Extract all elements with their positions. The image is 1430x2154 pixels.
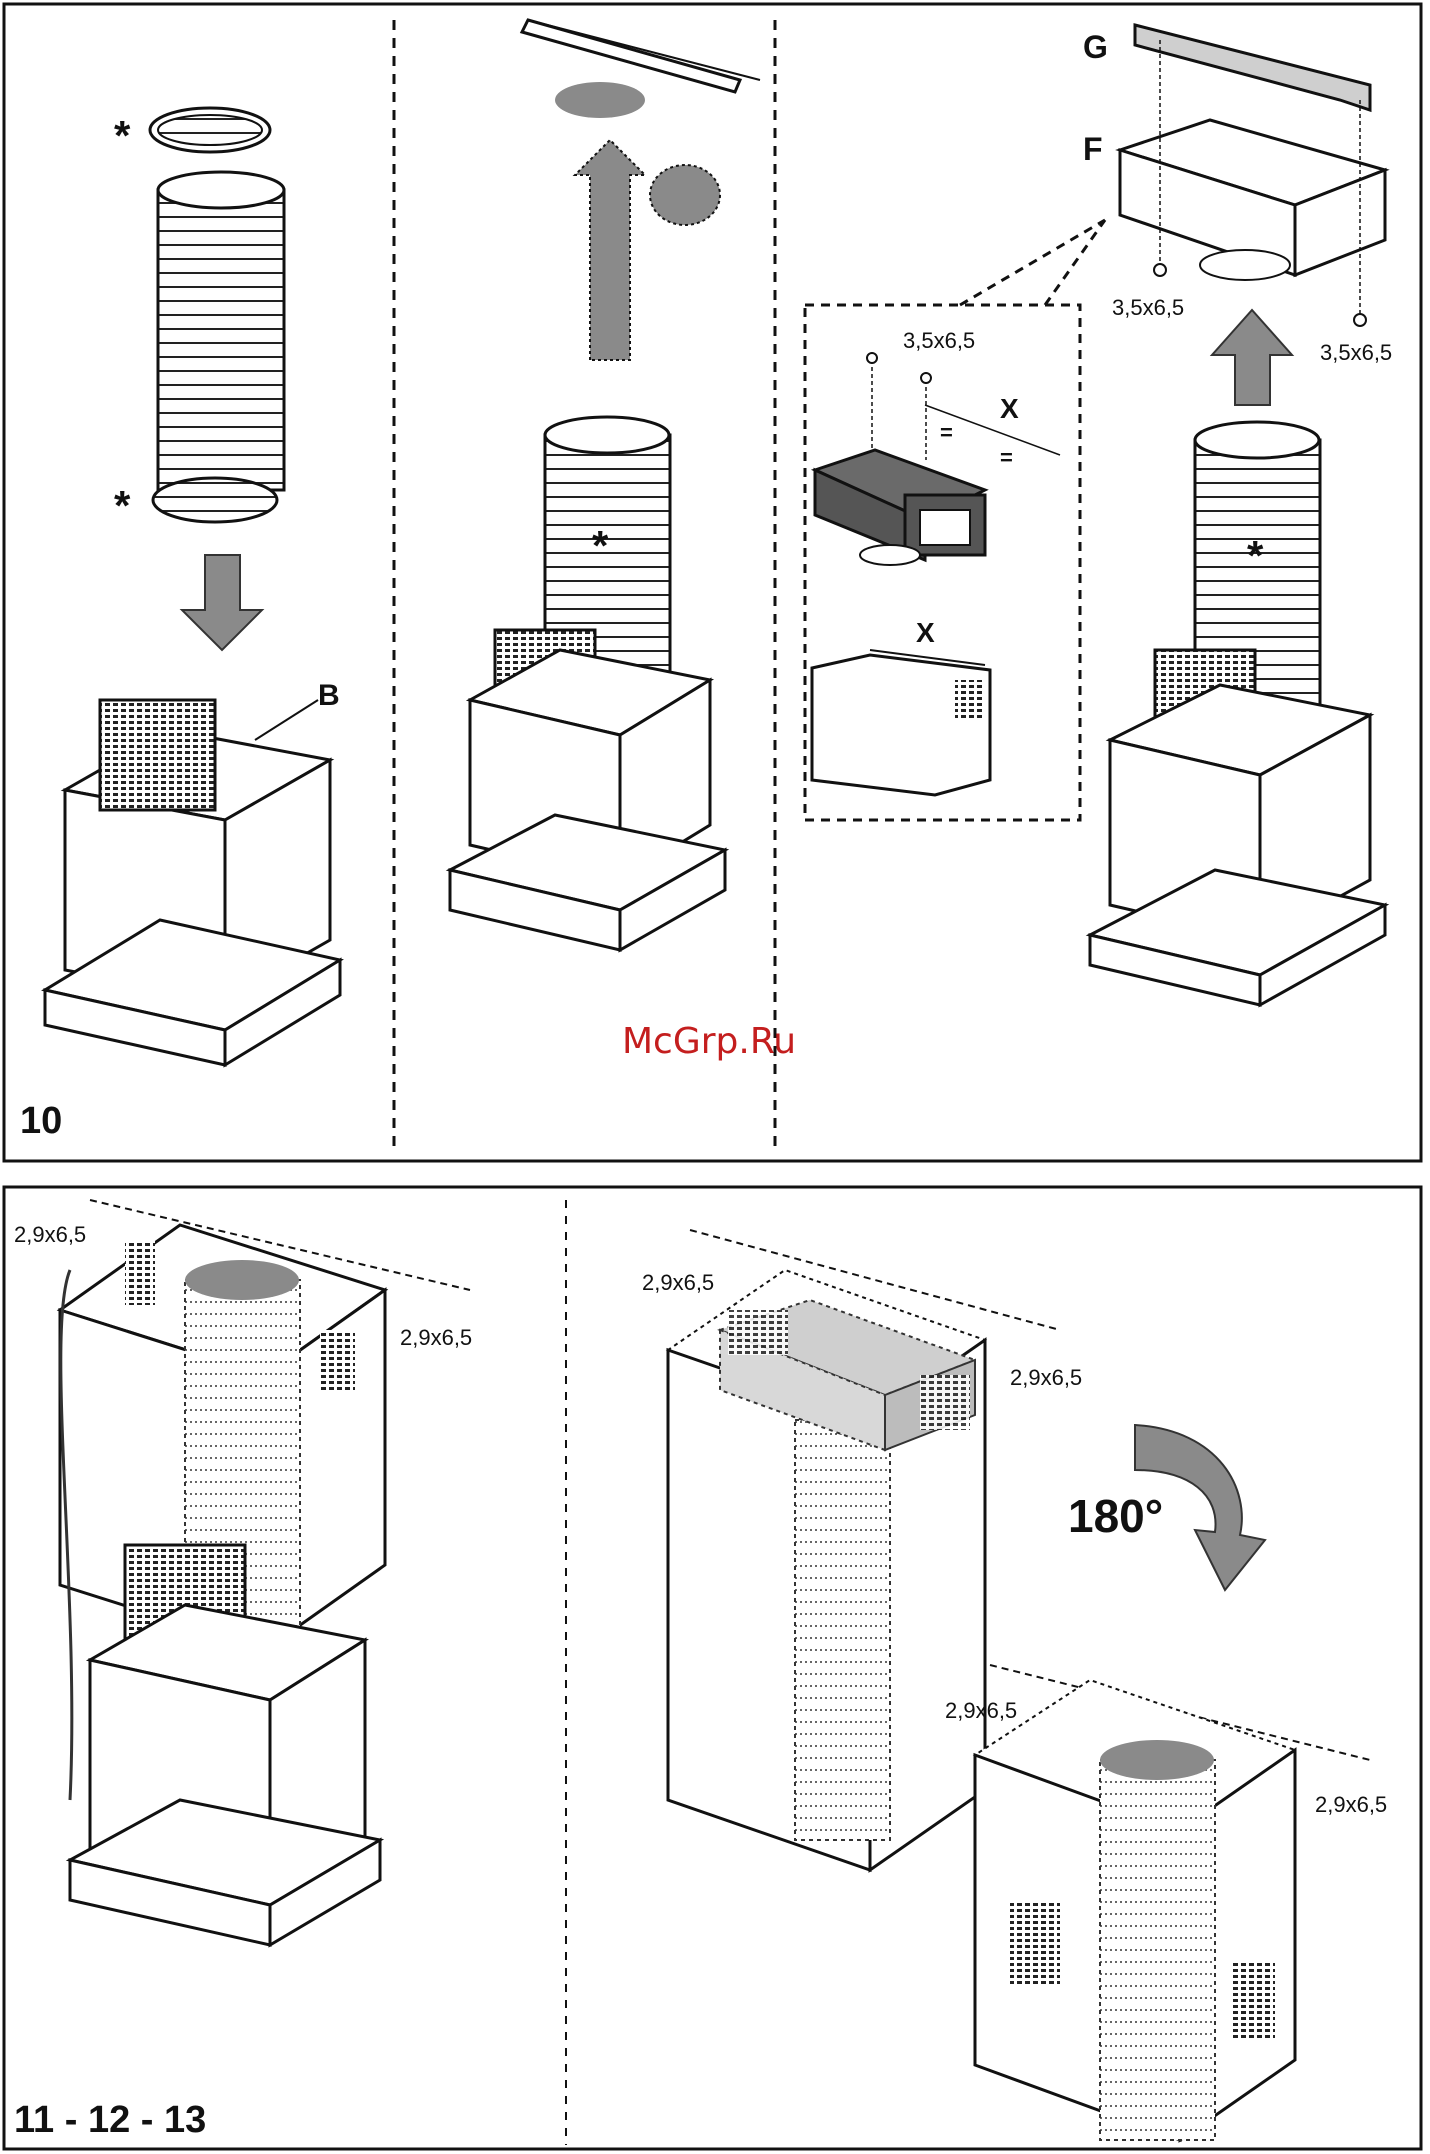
screw-label-b5: 2,9x6,5	[945, 1698, 1017, 1723]
flexible-duct	[158, 190, 284, 490]
label-x-top: X	[1000, 393, 1019, 424]
figure-number-10: 10	[20, 1100, 62, 1142]
step-diverter: G F 3,5x6,5 3,5x6,5 *	[1083, 25, 1392, 1005]
watermark: McGrp.Ru	[622, 1021, 796, 1062]
screw-label-b2: 2,9x6,5	[400, 1325, 472, 1350]
hood-unit-2	[450, 630, 725, 950]
equal-sign-2: =	[1000, 445, 1013, 470]
step-chimney-upper-after: 2,9x6,5 2,9x6,5	[945, 1665, 1387, 2140]
asterisk-duct-2: *	[592, 522, 609, 569]
airflow-arrow-icon	[575, 140, 645, 360]
arrow-up-icon	[1212, 310, 1292, 405]
screw-label-right: 3,5x6,5	[1320, 340, 1392, 365]
screw-label-detail: 3,5x6,5	[903, 328, 975, 353]
arrow-down-icon	[182, 555, 262, 650]
label-b: B	[318, 679, 340, 712]
screw-label-b4: 2,9x6,5	[1010, 1365, 1082, 1390]
rotation-label: 180°	[1068, 1490, 1163, 1542]
figure-number-11-13: 11 - 12 - 13	[14, 2099, 206, 2141]
detail-box: 3,5x6,5 X = = X	[805, 220, 1105, 820]
hood-unit-4	[1090, 650, 1385, 1005]
equal-sign-1: =	[940, 420, 953, 445]
label-x-bottom: X	[916, 617, 935, 648]
asterisk-clamp-bottom: *	[114, 482, 131, 529]
asterisk-clamp-top: *	[114, 112, 131, 159]
step-airflow: *	[450, 20, 760, 950]
duct-upper	[795, 1420, 890, 1840]
label-g: G	[1083, 29, 1108, 65]
step-chimney-lower: 2,9x6,5 2,9x6,5	[14, 1200, 472, 1945]
screw-label-b1: 2,9x6,5	[14, 1222, 86, 1247]
cover-sheet	[812, 655, 990, 795]
ceiling-hole	[555, 82, 645, 118]
step-duct-install: * * * B	[45, 108, 340, 1065]
screw-label-left: 3,5x6,5	[1112, 295, 1184, 320]
duct-after	[1100, 1760, 1215, 2140]
hose-clamp-bottom	[153, 478, 277, 522]
hood-unit-5	[70, 1545, 380, 1945]
panel-top: * * * B	[4, 4, 1421, 1161]
bracket-g	[1135, 25, 1370, 110]
asterisk-duct-4: *	[1247, 532, 1264, 579]
screw-label-b6: 2,9x6,5	[1315, 1792, 1387, 1817]
screw-label-b3: 2,9x6,5	[642, 1270, 714, 1295]
label-f: F	[1083, 131, 1103, 167]
panel-bottom: 2,9x6,5 2,9x6,5 2,9x6,5 2,	[4, 1187, 1421, 2149]
hood-unit-1	[45, 700, 340, 1065]
